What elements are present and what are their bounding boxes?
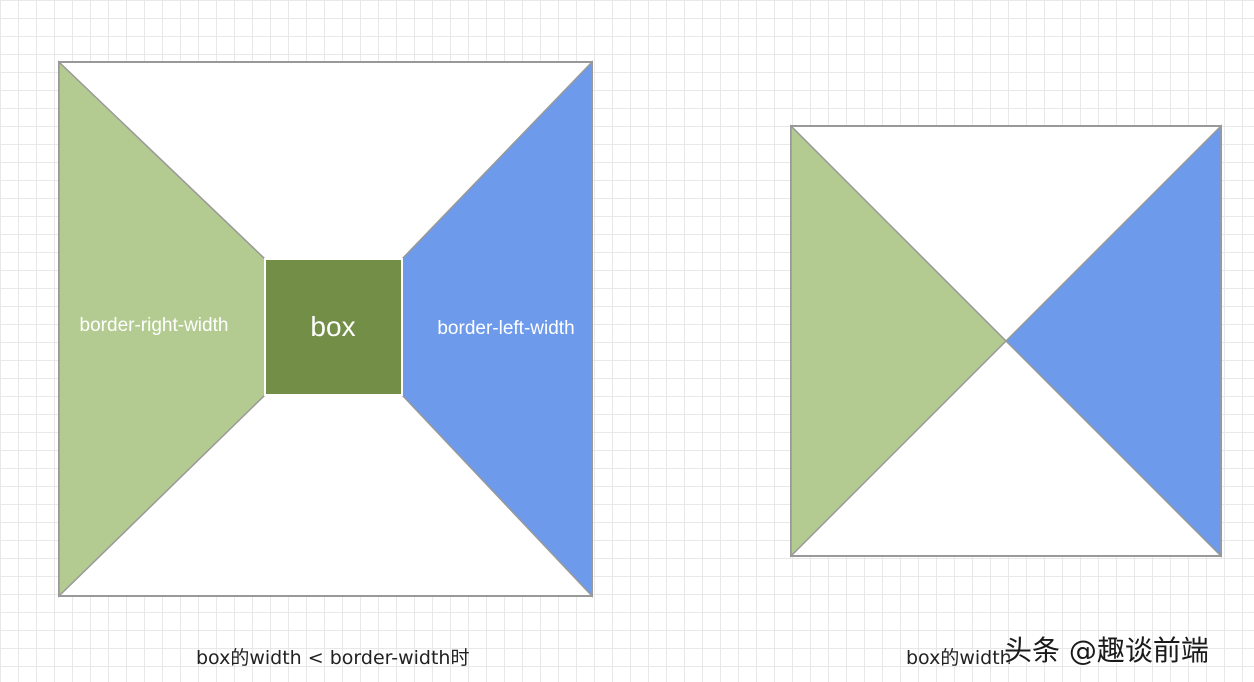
- right-caption: box的width: [906, 647, 1012, 669]
- left-caption: box的width < border-width时: [196, 647, 470, 669]
- right-green-triangle: [790, 124, 1008, 558]
- watermark: 头条 @趣谈前端: [1004, 634, 1209, 667]
- left-trapezoid-label: border-right-width: [80, 315, 229, 336]
- center-box: [264, 258, 403, 396]
- center-box-label: box: [310, 311, 355, 342]
- right-trapezoid-label: border-left-width: [437, 318, 574, 339]
- right-blue-triangle: [1004, 124, 1222, 558]
- right-diagram: [790, 124, 1222, 558]
- left-diagram: border-right-width border-left-width box: [58, 60, 593, 598]
